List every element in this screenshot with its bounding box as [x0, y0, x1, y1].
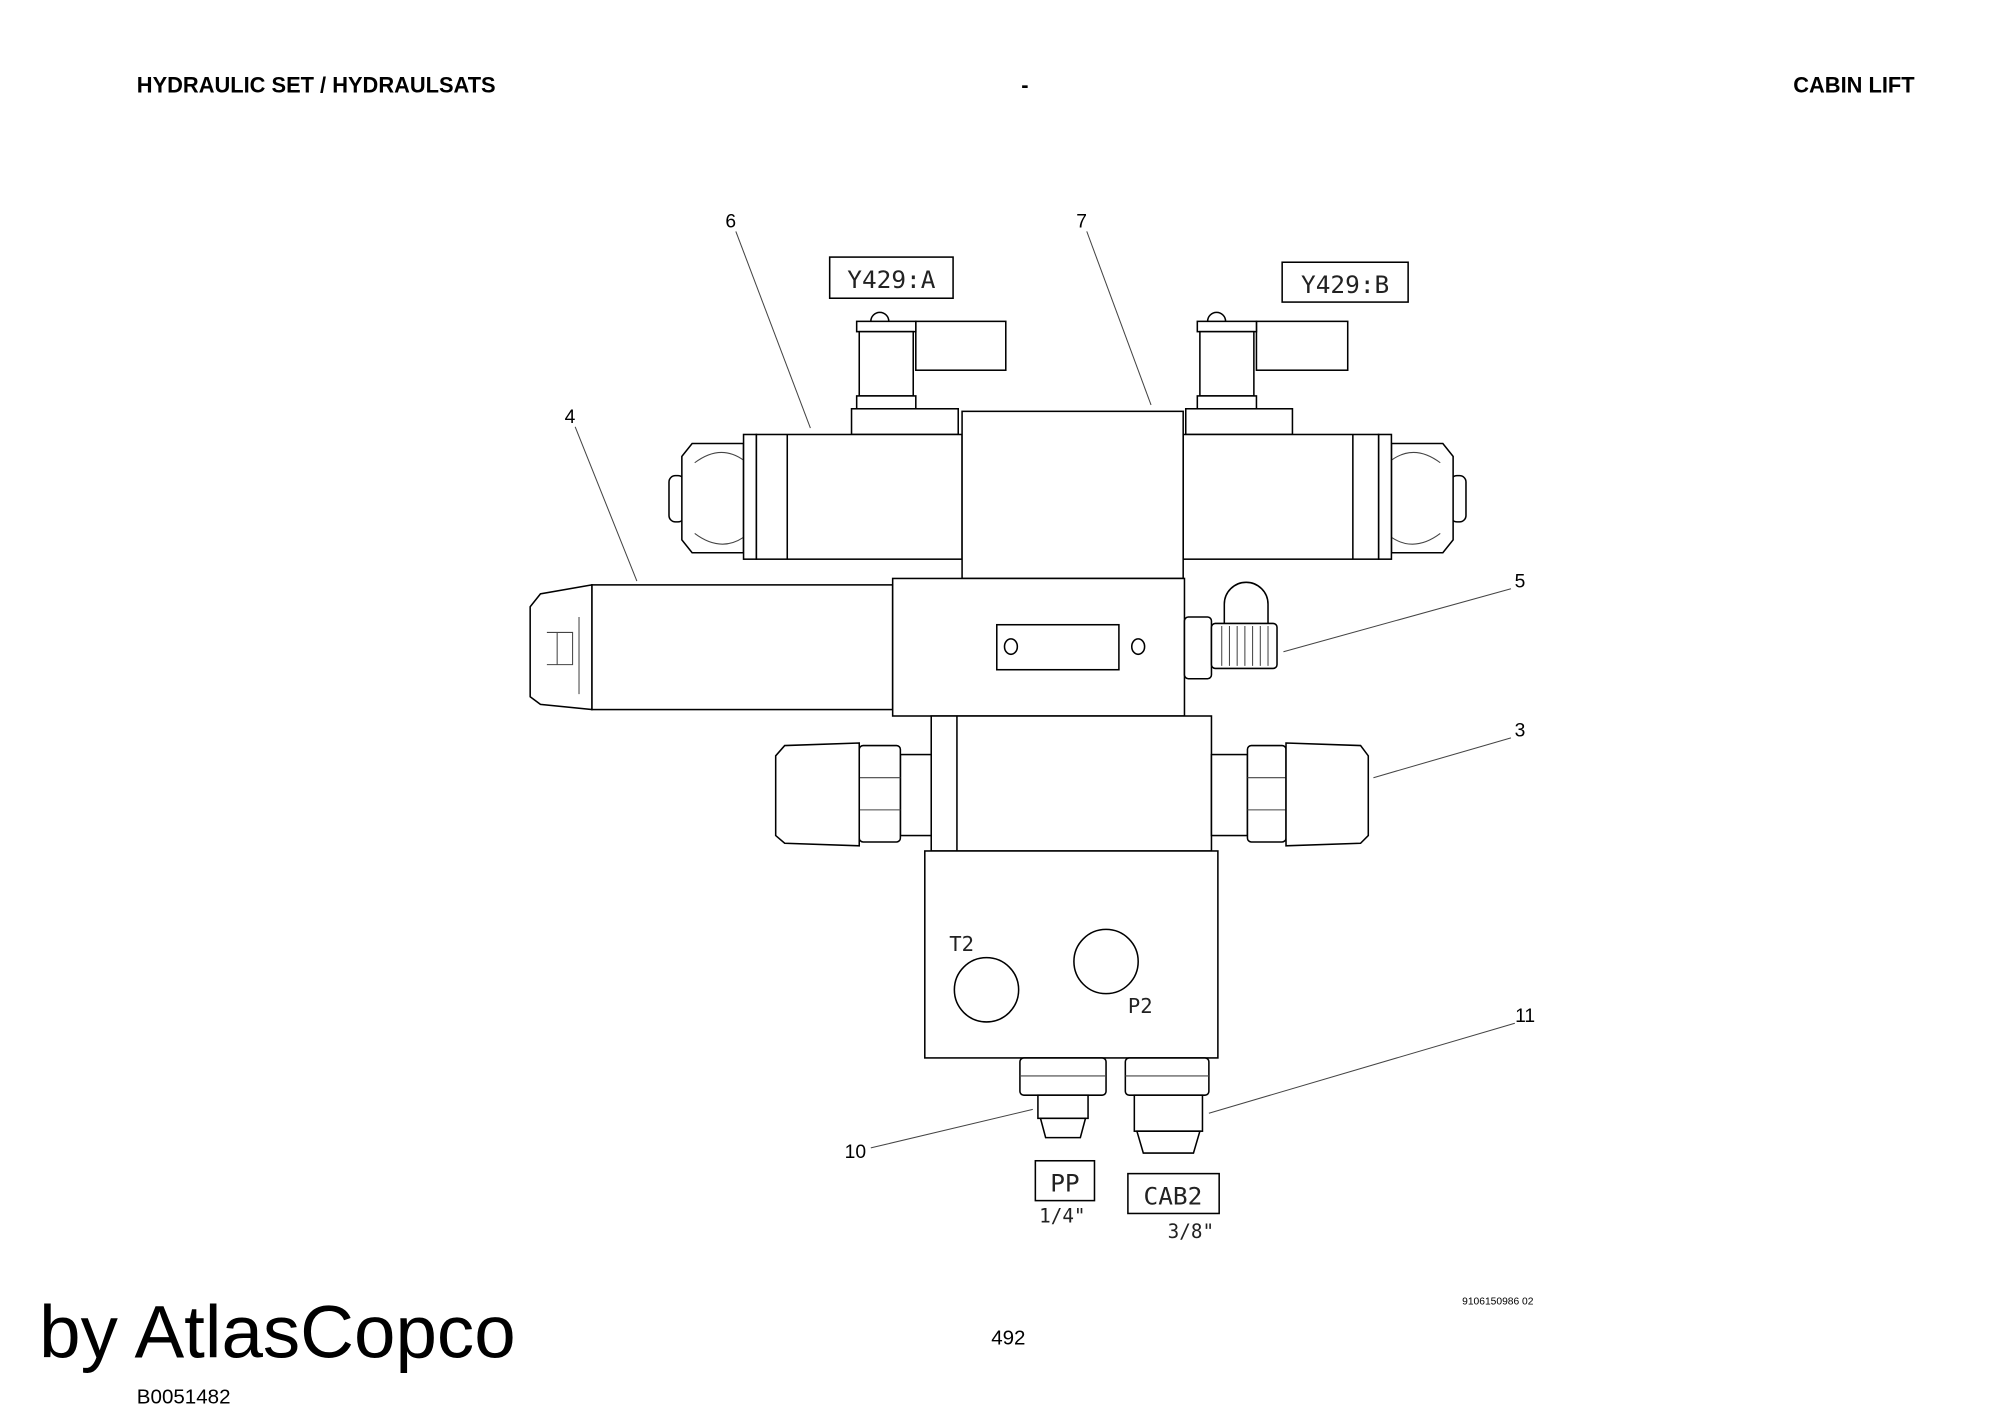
pilot-block: [774, 715, 1370, 852]
document-number: 9106150986 02: [1462, 1297, 1534, 1308]
callout-3: 3: [1515, 721, 1526, 742]
adjustment-knob: [1183, 581, 1278, 680]
hydraulic-valve-drawing: T2 P2: [529, 311, 1467, 1154]
solenoid-coil-b: [1184, 311, 1349, 436]
directional-valve-left: [668, 433, 963, 560]
base-block: T2 P2: [924, 850, 1219, 1059]
callout-7: 7: [1076, 212, 1087, 233]
atlascopco-watermark: by AtlasCopco: [39, 1290, 516, 1373]
solenoid-b-tag: Y429:B: [1301, 270, 1389, 299]
solenoid-coil-a: [850, 311, 1007, 436]
header-assembly-name: CABIN LIFT: [1793, 73, 1915, 98]
cab2-tag-box: [1127, 1172, 1220, 1215]
solenoid-a-tag-box: [828, 256, 954, 299]
port-p2: [1073, 928, 1139, 995]
callouts: 6 7 4 5 3 11 10: [565, 212, 1535, 1164]
callout-11: 11: [1515, 1006, 1535, 1027]
header-separator: -: [1021, 73, 1028, 98]
solenoid-b-tag-box: [1281, 261, 1409, 303]
port-p2-label: P2: [1128, 994, 1153, 1018]
cartridge-valve: [529, 583, 894, 711]
reference-code: B0051482: [137, 1386, 231, 1409]
callout-4: 4: [565, 407, 576, 428]
callout-5: 5: [1515, 571, 1526, 592]
page-number: 492: [991, 1327, 1025, 1350]
cab2-size: 3/8": [1168, 1220, 1214, 1243]
pp-tag-box: [1034, 1159, 1096, 1202]
fitting-pp: [1019, 1057, 1107, 1139]
fitting-cab2: [1124, 1057, 1210, 1154]
solenoid-a-tag: Y429:A: [847, 265, 935, 294]
callout-10: 10: [845, 1142, 866, 1163]
callout-6: 6: [725, 212, 736, 233]
directional-valve-right: [1182, 433, 1467, 560]
cab2-tag: CAB2: [1144, 1181, 1203, 1210]
header-section-title: HYDRAULIC SET / HYDRAULSATS: [137, 73, 496, 98]
port-t2: [953, 956, 1020, 1023]
pp-tag: PP: [1050, 1169, 1079, 1198]
valve-center-block: [961, 410, 1184, 580]
pp-size: 1/4": [1039, 1204, 1085, 1227]
middle-block: [891, 577, 1186, 717]
port-t2-label: T2: [949, 932, 974, 956]
